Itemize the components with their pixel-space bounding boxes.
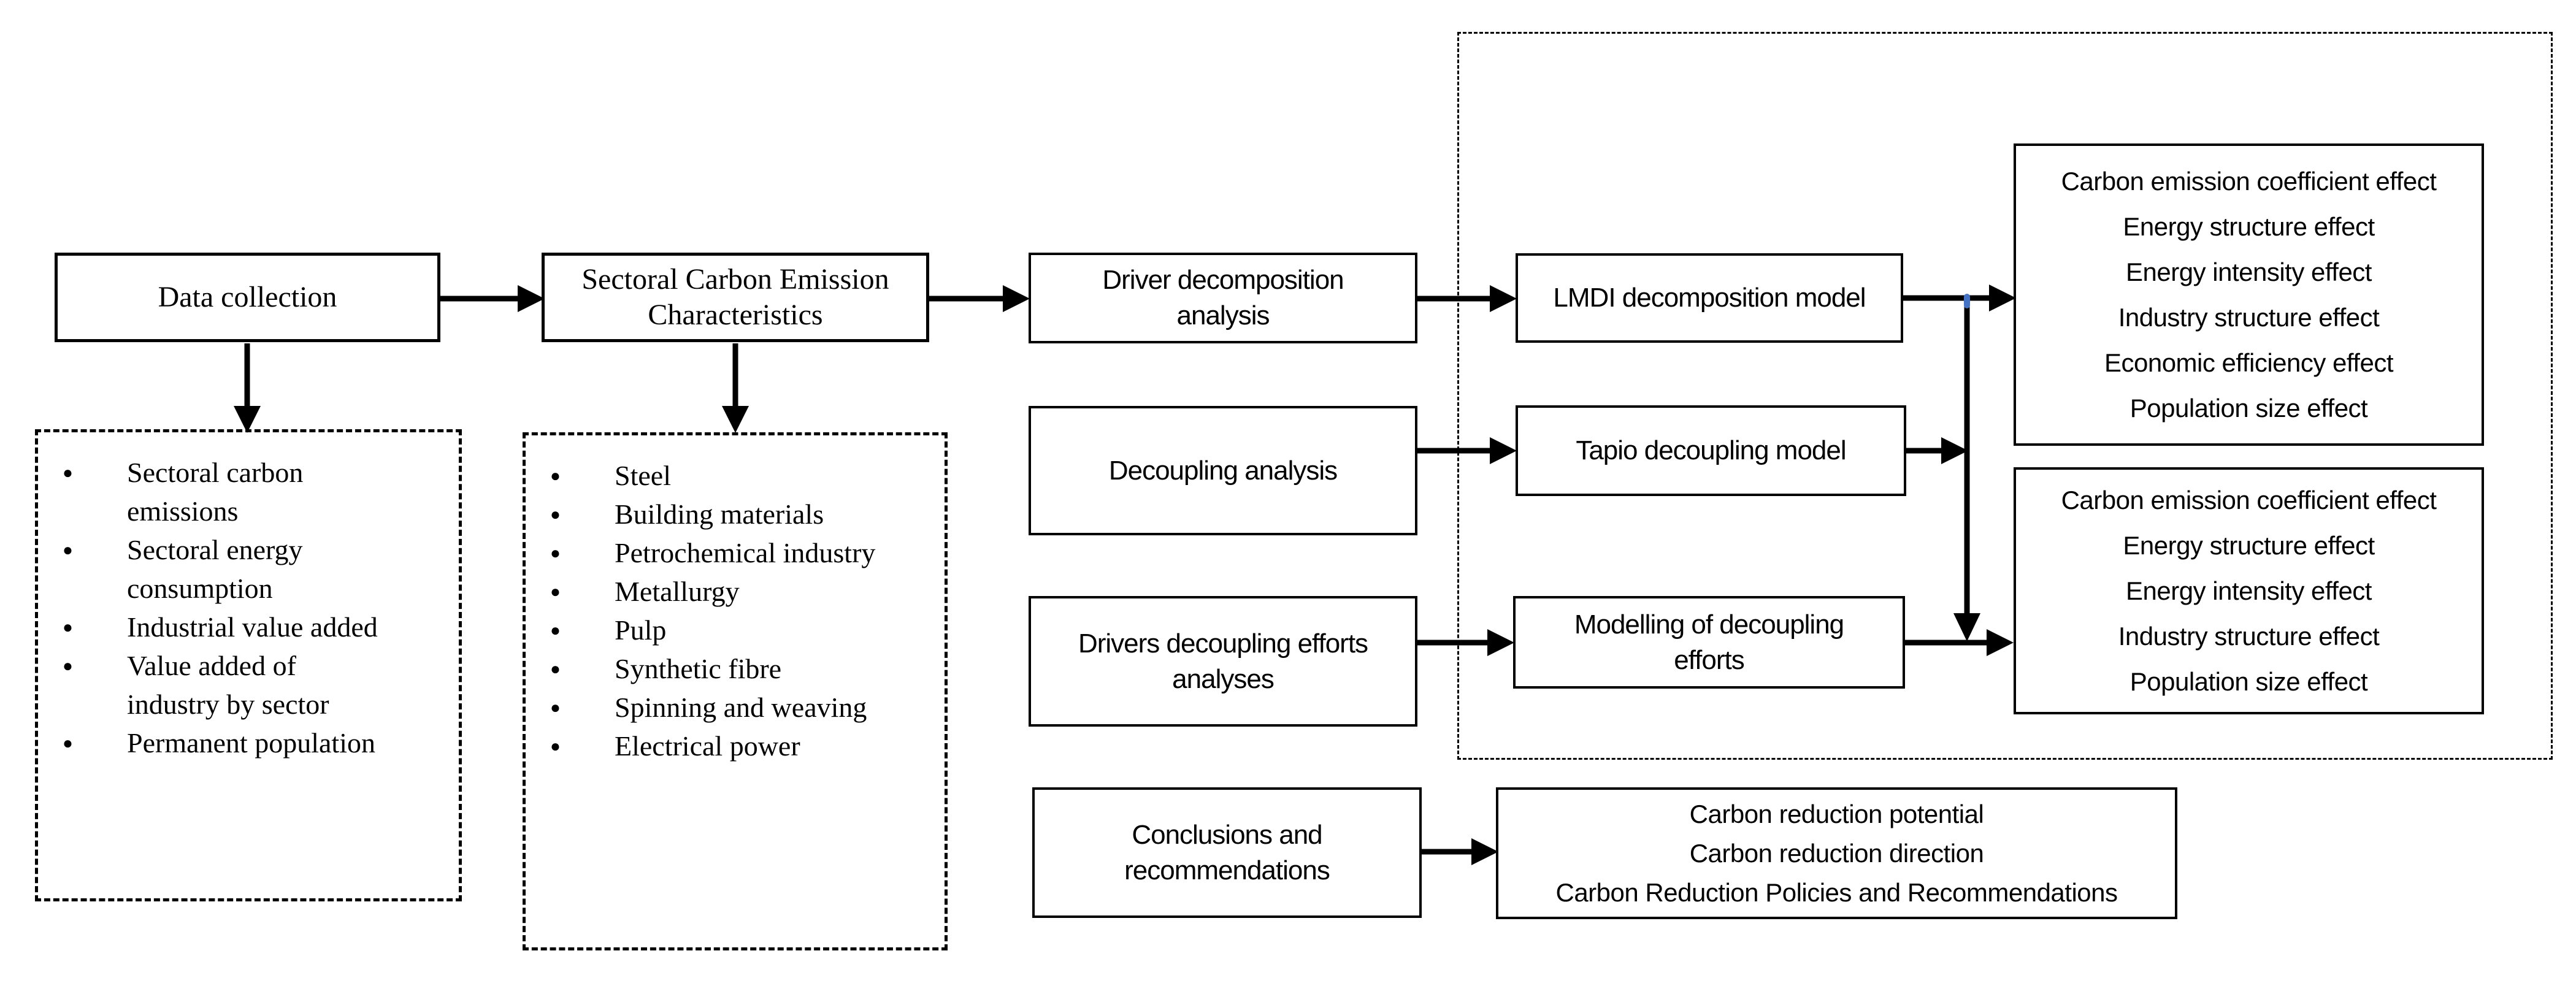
list-item: Building materials [550,495,935,534]
arrow-data-collection-to-sectoral [440,285,545,312]
node-carbon-reduction-outcomes: Carbon reduction potential Carbon reduct… [1496,787,2177,919]
node-drivers-decoupling-efforts-analyses: Drivers decoupling efforts analyses [1029,596,1417,727]
list-item: Sectoral carbon emissions [63,453,449,530]
list-item: Electrical power [550,727,935,766]
node-lmdi-effects: Carbon emission coefficient effect Energ… [2014,143,2484,446]
node-modelling-of-decoupling-efforts-label: Modelling of decoupling efforts [1574,609,1844,675]
list-item: Pulp [550,611,935,650]
list-item: Metallurgy [550,572,935,611]
node-decoupling-analysis-label: Decoupling analysis [1108,455,1338,486]
list-industry-sectors: SteelBuilding materialsPetrochemical ind… [523,432,948,950]
node-decoupling-effort-effects-lines: Carbon emission coefficient effect Energ… [2061,485,2437,696]
node-lmdi-effects-lines: Carbon emission coefficient effect Energ… [2061,166,2437,422]
list-item: Industrial value added [63,608,449,647]
list-item: Permanent population [63,724,449,763]
node-data-collection: Data collection [55,253,440,342]
node-sectoral-carbon-emission-characteristics-label: Sectoral Carbon Emission Characteristics [581,263,889,331]
arrow-data-collection-to-data-sources [234,343,261,433]
node-tapio-decoupling-model: Tapio decoupling model [1516,405,1906,496]
node-decoupling-analysis: Decoupling analysis [1029,406,1417,535]
list-item: Steel [550,456,935,495]
node-driver-decomposition-analysis: Driver decomposition analysis [1029,253,1417,343]
node-carbon-reduction-outcomes-lines: Carbon reduction potential Carbon reduct… [1555,799,2118,907]
node-modelling-of-decoupling-efforts: Modelling of decoupling efforts [1513,596,1905,689]
node-drivers-decoupling-efforts-analyses-label: Drivers decoupling efforts analyses [1078,628,1368,694]
arrow-sectoral-to-driver-decomposition [929,285,1030,312]
list-item: Spinning and weaving [550,688,935,727]
node-lmdi-decomposition-model-label: LMDI decomposition model [1553,283,1866,313]
list-item: Petrochemical industry [550,533,935,573]
node-tapio-decoupling-model-label: Tapio decoupling model [1576,435,1846,465]
list-item: Sectoral energy consumption [63,530,449,608]
node-sectoral-carbon-emission-characteristics: Sectoral Carbon Emission Characteristics [542,253,929,342]
data-sources-bullet-list: Sectoral carbon emissionsSectoral energy… [38,432,459,763]
node-lmdi-decomposition-model: LMDI decomposition model [1516,253,1903,343]
node-data-collection-label: Data collection [158,281,337,313]
list-item: Synthetic fibre [550,649,935,689]
arrow-conclusions-to-outcomes [1422,838,1498,865]
node-decoupling-effort-effects: Carbon emission coefficient effect Energ… [2014,467,2484,714]
arrow-sectoral-to-industry-sectors [722,343,749,433]
industry-sectors-bullet-list: SteelBuilding materialsPetrochemical ind… [526,435,945,766]
list-item: Value added of industry by sector [63,646,449,724]
list-data-sources: Sectoral carbon emissionsSectoral energy… [35,429,462,901]
node-conclusions-and-recommendations: Conclusions and recommendations [1032,787,1422,918]
node-driver-decomposition-analysis-label: Driver decomposition analysis [1102,265,1344,331]
node-conclusions-and-recommendations-label: Conclusions and recommendations [1124,819,1330,885]
models-effects-dashed-container [1457,32,2553,760]
